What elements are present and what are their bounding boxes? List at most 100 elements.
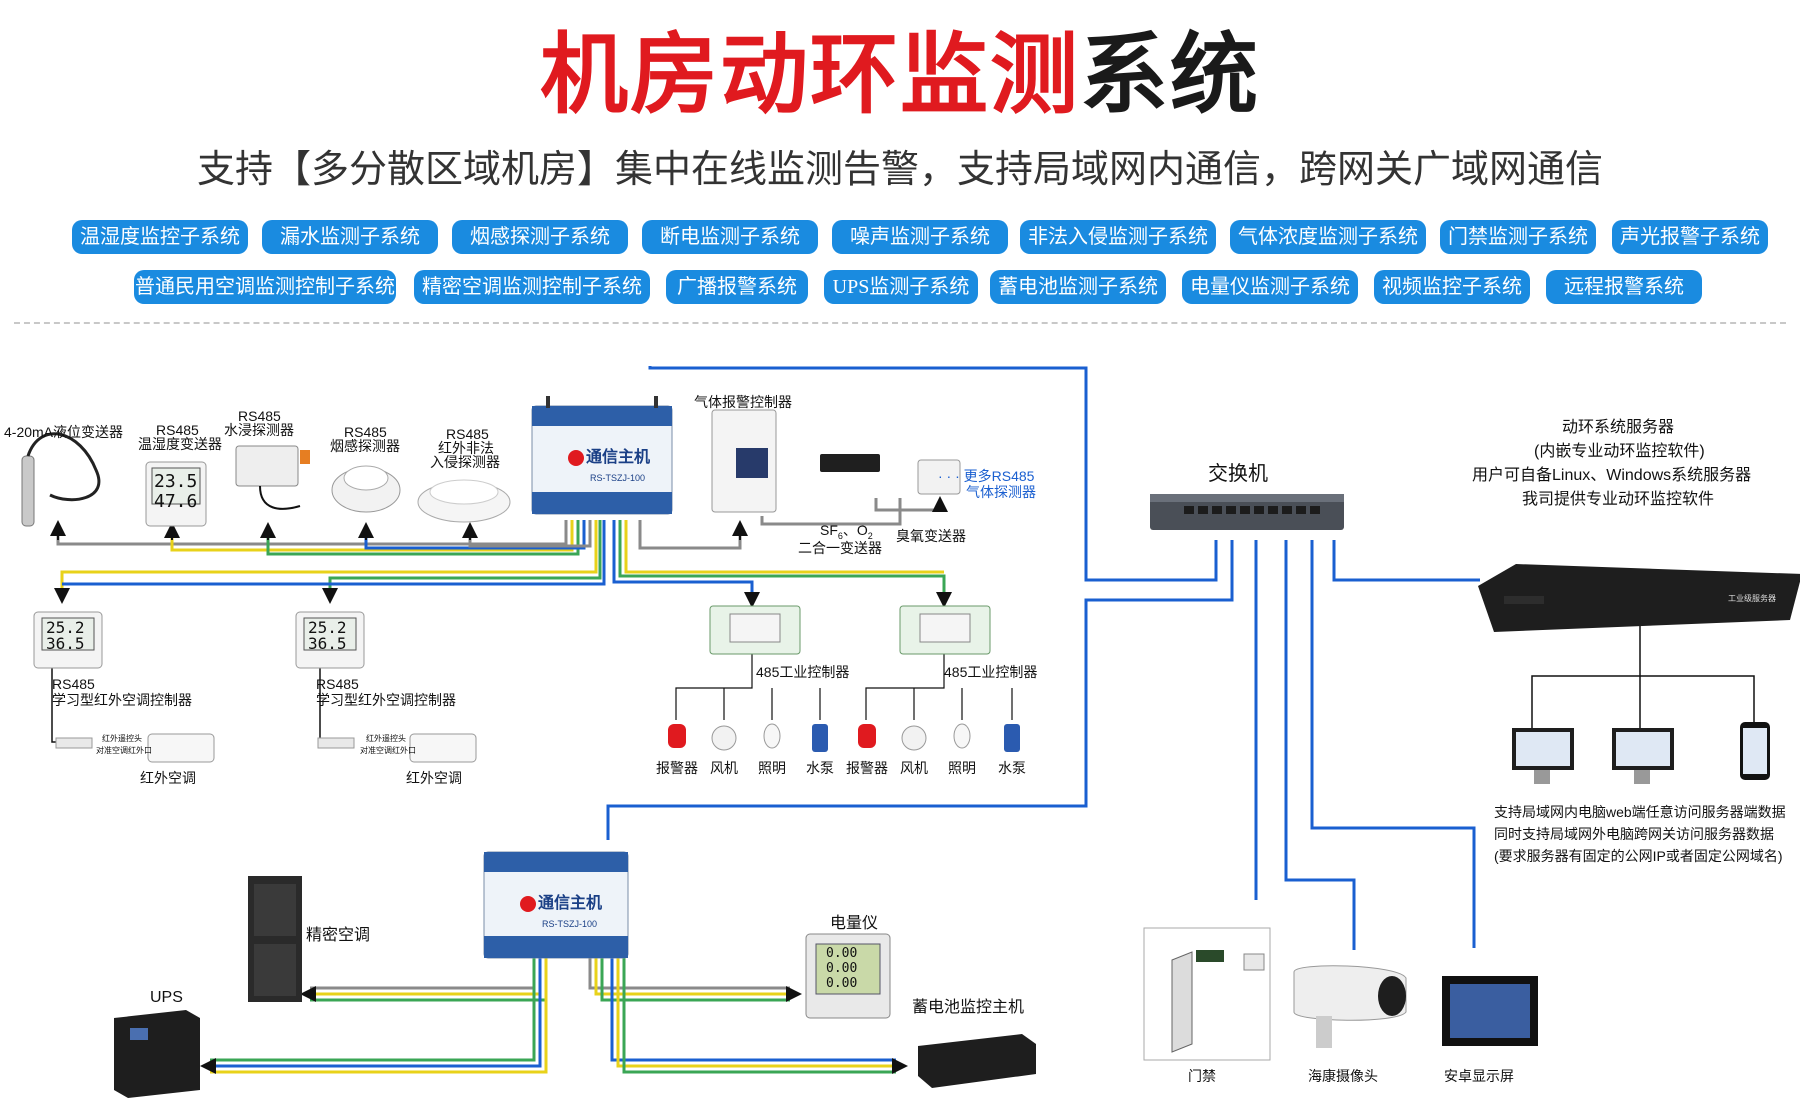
ozone-sensor-device — [917, 459, 961, 495]
rs485-bus-lower — [210, 958, 896, 1074]
label-server-line4: 我司提供专业动环监控软件 — [1522, 491, 1715, 508]
subsystem-tag-precision-ac: 精密空调监测控制子系统 — [414, 270, 650, 304]
label-server-line2: (内嵌专业动环监控软件) — [1534, 443, 1705, 460]
subsystem-tag-civil-ac: 普通民用空调监测控制子系统 — [134, 270, 396, 304]
subsystem-tag-temp-humidity: 温湿度监控子系统 — [72, 220, 248, 254]
network-cables — [606, 366, 1480, 950]
ir-detector-device — [417, 479, 511, 523]
label-ac2-a: RS485 — [316, 676, 359, 692]
output-devices — [668, 723, 1020, 752]
gas-sensor-device — [820, 454, 880, 472]
subsystem-tag-access: 门禁监测子系统 — [1440, 220, 1596, 254]
label-output-light-1: 照明 — [758, 760, 786, 776]
subsystem-tag-battery: 蓄电池监测子系统 — [990, 270, 1166, 304]
label-ir-c: 入侵探测器 — [430, 454, 500, 470]
cable-host2-switch — [606, 540, 1234, 840]
ac1-hum-reading: 36.5 — [46, 634, 85, 653]
section-divider — [14, 322, 1786, 324]
ups-device — [114, 1010, 200, 1098]
smoke-detector-device — [331, 465, 401, 513]
label-o2-sub: 2 — [867, 530, 873, 541]
label-output-light-2: 照明 — [948, 760, 976, 776]
industrial-output-branches — [675, 654, 1013, 720]
rs485-bus-gas — [638, 498, 940, 550]
subsystem-tag-power-cut: 断电监测子系统 — [642, 220, 818, 254]
label-camera: 海康摄像头 — [1308, 1068, 1378, 1084]
label-level-transmitter: 4-20mA液位变送器 — [4, 424, 124, 440]
label-th-b: 温湿度变送器 — [138, 436, 222, 452]
battery-monitor-device — [918, 1034, 1036, 1088]
meter-reading-3: 0.00 — [826, 976, 858, 991]
label-battery-monitor: 蓄电池监控主机 — [912, 999, 1025, 1016]
subsystem-tag-gas: 气体浓度监测子系统 — [1230, 220, 1426, 254]
ac2-hum-reading: 36.5 — [308, 634, 347, 653]
label-ir-hint2-b: 对准空调红外口 — [360, 746, 416, 755]
cable-switch-screen — [1310, 540, 1476, 948]
meter-reading-2: 0.00 — [826, 961, 858, 976]
phone-client — [1740, 722, 1770, 780]
page-subtitle: 支持【多分散区域机房】集中在线监测告警，支持局域网内通信，跨网关广域网通信 — [196, 149, 1603, 191]
ac2-temp-reading: 25.2 — [308, 618, 347, 637]
label-ir-hint2-a: 红外遥控头 — [366, 734, 406, 743]
subsystem-tag-smoke: 烟感探测子系统 — [452, 220, 628, 254]
label-ac1-b: 学习型红外空调控制器 — [52, 692, 192, 708]
host2-name: 通信主机 — [538, 895, 603, 912]
host1-model: RS-TSZJ-100 — [590, 473, 646, 483]
industrial-controller-device-2 — [899, 605, 991, 655]
host2-model: RS-TSZJ-100 — [542, 919, 598, 929]
rs485-bus-ac — [60, 520, 606, 592]
label-server-line1: 动环系统服务器 — [1562, 419, 1675, 436]
subsystem-tag-intrusion: 非法入侵监测子系统 — [1020, 220, 1216, 254]
server-device — [1478, 564, 1800, 632]
rs485-bus-sensors — [56, 520, 592, 556]
label-more-gas-b: 气体探测器 — [966, 484, 1036, 500]
access-note-1: 支持局域网内电脑web端任意访问服务器端数据 — [1494, 804, 1786, 820]
comm-host-2-device — [483, 851, 629, 959]
label-precision-ac: 精密空调 — [306, 927, 371, 944]
host1-name: 通信主机 — [586, 449, 651, 466]
label-switch: 交换机 — [1208, 463, 1268, 485]
label-sf6-b: 二合一变送器 — [798, 540, 882, 556]
label-th-a: RS485 — [156, 422, 199, 438]
label-ir-hint1-b: 对准空调红外口 — [96, 746, 152, 755]
gas-alarm-controller-device — [711, 409, 777, 513]
cable-switch-camera — [1284, 540, 1356, 950]
subsystem-tag-alarm: 声光报警子系统 — [1612, 220, 1768, 254]
label-output-pump-1: 水泵 — [806, 760, 834, 776]
subsystem-tag-video: 视频监控子系统 — [1374, 270, 1530, 304]
desktop-client-2 — [1612, 728, 1674, 784]
sensor-arrows — [50, 520, 478, 540]
android-display-device — [1442, 976, 1538, 1046]
label-sf6-sub: 6 — [837, 530, 843, 541]
ac-controller-device-1 — [33, 611, 103, 669]
label-server-device: 工业级服务器 — [1728, 594, 1776, 603]
label-ac2-b: 学习型红外空调控制器 — [316, 692, 456, 708]
page-title: 机房动环监测系统 — [0, 20, 1800, 130]
ac-controller-device-2 — [295, 611, 365, 669]
subsystem-tag-broadcast: 广播报警系统 — [666, 270, 808, 304]
cable-host1-switch — [648, 366, 1218, 582]
industrial-controller-device-1 — [709, 605, 801, 655]
ac-unit-device-2 — [317, 733, 477, 763]
precision-ac-device — [248, 876, 302, 1002]
water-leak-detector-device — [235, 445, 310, 510]
label-server-line3: 用户可自备Linux、Windows系统服务器 — [1472, 467, 1752, 484]
label-industrial-1: 485工业控制器 — [756, 664, 850, 680]
page-title-black: 系统 — [1080, 25, 1261, 124]
label-android-screen: 安卓显示屏 — [1444, 1068, 1514, 1084]
temp-humidity-transmitter-device — [145, 461, 207, 527]
access-note-3: (要求服务器有固定的公网IP或者固定公网域名) — [1494, 848, 1783, 864]
label-door-access: 门禁 — [1188, 1068, 1216, 1084]
label-ups: UPS — [150, 989, 183, 1006]
label-water-a: RS485 — [238, 408, 281, 424]
desktop-client-1 — [1512, 728, 1574, 784]
door-access-device — [1143, 927, 1271, 1061]
subsystem-tag-ups: UPS监测子系统 — [824, 270, 978, 304]
subsystem-tag-noise: 噪声监测子系统 — [832, 220, 1008, 254]
label-more-gas-a: · · · 更多RS485 — [938, 468, 1035, 484]
label-ir-b: 红外非法 — [438, 440, 494, 456]
th-temp-reading: 23.5 — [154, 471, 198, 492]
label-ir-hint1-a: 红外遥控头 — [102, 734, 142, 743]
label-smoke-b: 烟感探测器 — [330, 438, 400, 454]
subsystem-tag-remote-alarm: 远程报警系统 — [1546, 270, 1702, 304]
